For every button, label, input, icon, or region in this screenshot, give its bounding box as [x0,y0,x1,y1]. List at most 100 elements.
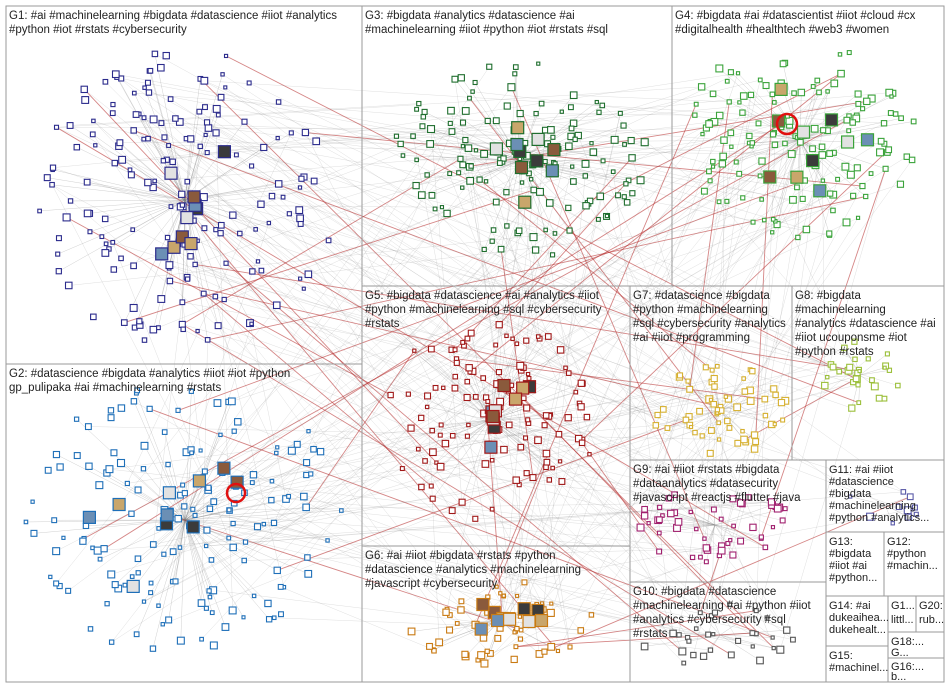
graph-node [734,404,741,411]
graph-node [56,252,60,256]
graph-node [516,228,522,234]
graph-node [158,65,165,72]
graph-node [710,368,714,372]
graph-node [166,262,173,269]
graph-node [146,136,151,141]
graph-node [459,499,465,505]
graph-node [777,646,784,653]
graph-node [579,440,584,445]
graph-node [462,108,469,115]
graph-node [753,439,759,445]
graph-node [682,661,686,665]
graph-node [700,434,704,438]
graph-node [502,594,505,597]
avatar-node [536,615,548,627]
graph-node [826,376,829,379]
graph-node [213,294,218,299]
graph-node [486,400,490,404]
graph-node [546,334,552,340]
graph-node [542,649,547,654]
graph-node [734,160,738,164]
graph-node [298,222,303,227]
graph-node [45,467,51,473]
graph-node [425,393,431,399]
graph-node [287,495,291,499]
graph-node [55,125,59,129]
graph-node [427,141,434,148]
graph-node [730,145,733,148]
graph-node [566,143,573,150]
graph-node [642,513,648,519]
graph-node [485,118,490,123]
graph-node [408,425,414,431]
graph-node [763,413,767,417]
graph-node [429,484,433,488]
graph-node [131,128,136,133]
graph-node [105,602,109,606]
graph-node [725,418,730,423]
graph-node [837,369,842,374]
graph-node [462,651,468,657]
graph-node [911,119,916,124]
graph-node [477,177,482,182]
graph-node [440,206,443,209]
graph-node [716,365,720,369]
graph-node [449,508,455,514]
graph-node [725,79,729,83]
graph-node [111,103,115,107]
graph-node [843,219,850,226]
graph-node [566,205,571,210]
graph-node [425,173,429,177]
graph-node [557,347,563,353]
graph-node [288,447,295,454]
graph-node [844,117,850,123]
graph-node [147,406,152,411]
avatar-node [798,126,810,138]
graph-node [571,165,574,168]
avatar-node [516,162,528,174]
graph-node [162,135,167,140]
avatar-node [842,136,854,148]
graph-node [229,398,236,405]
graph-node [202,469,207,474]
graph-node [150,646,155,651]
graph-node [513,72,517,76]
graph-node [701,653,707,659]
avatar-node [511,139,523,151]
graph-node [326,539,329,542]
graph-node [471,90,474,93]
graph-node [146,80,151,85]
graph-node [24,520,28,524]
graph-node [590,149,597,156]
graph-node [504,190,509,195]
graph-node [128,172,134,178]
graph-node [276,446,279,449]
graph-node [185,179,190,184]
graph-node [556,432,562,438]
graph-node [166,617,172,623]
graph-node [588,453,591,456]
graph-node [247,81,251,85]
graph-node [66,588,71,593]
graph-node [790,197,797,204]
graph-node [803,226,809,232]
graph-node [758,174,762,178]
graph-node [464,395,470,401]
graph-node [197,109,202,114]
graph-node [858,370,861,373]
graph-node [641,139,648,146]
graph-node [136,571,140,575]
graph-node [62,536,65,539]
graph-node [150,116,157,123]
graph-node [533,247,539,253]
graph-node [214,228,218,232]
graph-node [112,160,117,165]
graph-node [131,228,135,232]
graph-node [624,200,630,206]
graph-node [637,177,644,184]
graph-node [125,481,129,485]
graph-node [67,123,73,129]
graph-node [811,125,818,132]
graph-node [153,179,157,183]
